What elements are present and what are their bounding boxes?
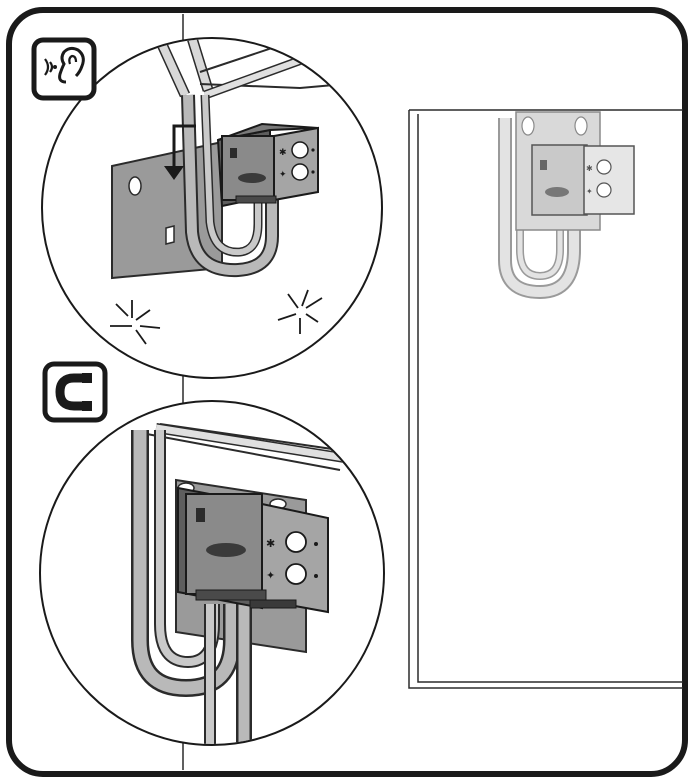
detail-circle-top: ✱ ✦ xyxy=(41,37,383,379)
click-sound-marks-left xyxy=(110,300,161,345)
svg-text:✦: ✦ xyxy=(266,569,275,582)
control-module: ✱ ✦ xyxy=(216,122,319,208)
mounted-module-ghost: ✱ ✦ xyxy=(498,111,635,300)
ear-sound-icon xyxy=(31,37,97,101)
cabinet-wall xyxy=(408,109,683,689)
svg-text:✦: ✦ xyxy=(279,170,287,180)
svg-text:✱: ✱ xyxy=(279,148,287,158)
svg-text:✦: ✦ xyxy=(586,187,593,196)
svg-text:✱: ✱ xyxy=(586,164,593,173)
click-sound-marks-right xyxy=(277,289,323,334)
magnet-icon xyxy=(42,361,108,423)
detail-circle-bottom: ✱ ✦ xyxy=(39,400,385,746)
control-module-closeup: ✱ ✦ xyxy=(177,486,329,614)
motion-arrow xyxy=(172,124,196,168)
svg-text:✱: ✱ xyxy=(266,537,275,550)
